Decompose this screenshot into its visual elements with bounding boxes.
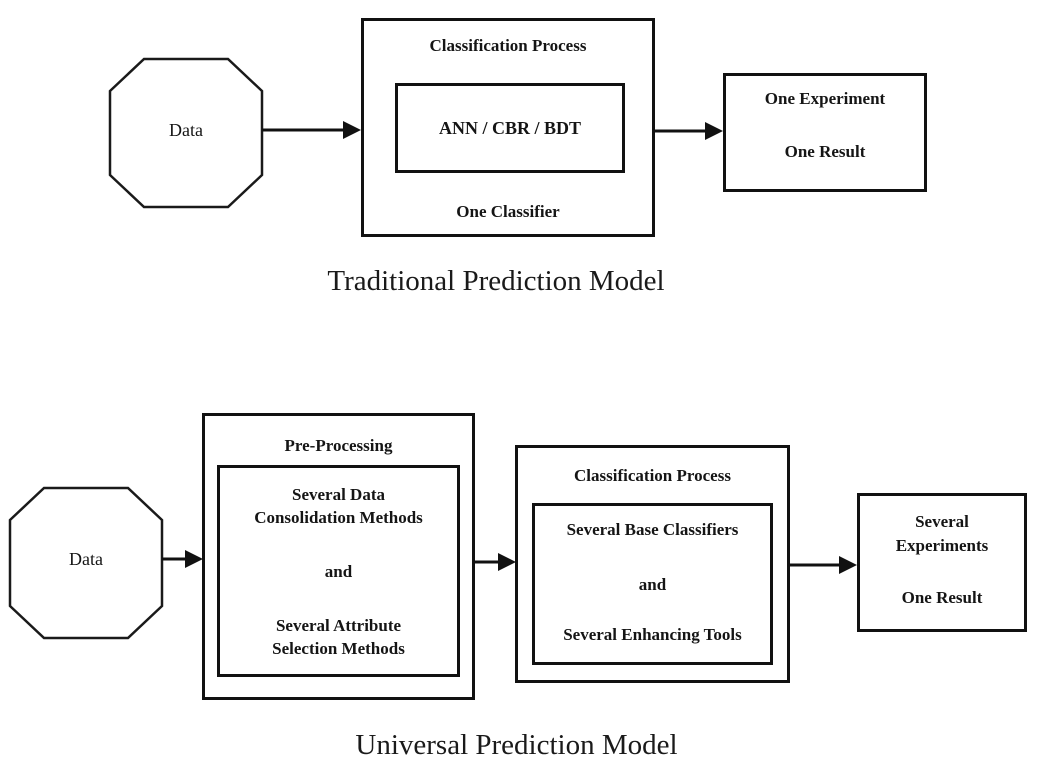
several-base-classifiers-label: Several Base Classifiers: [566, 520, 739, 539]
classification-inner-box-universal: Several Base Classifiers and Several Enh…: [532, 503, 773, 665]
preprocessing-and-label: and: [324, 562, 353, 581]
data-node-label-traditional: Data: [169, 120, 203, 140]
consolidation-methods-line: Consolidation Methods: [254, 508, 423, 527]
selection-methods-line: Selection Methods: [272, 639, 405, 658]
arrow-classification-to-result-bottom: [790, 556, 857, 574]
several-data-line: Several Data: [291, 485, 385, 504]
arrow-preprocessing-to-classification: [475, 553, 516, 571]
one-result-label-universal: One Result: [901, 588, 983, 607]
one-classifier-label: One Classifier: [456, 202, 560, 221]
traditional-model-caption: Traditional Prediction Model: [327, 265, 665, 297]
arrow-classification-to-result-top: [655, 122, 723, 140]
preprocessing-inner-box: Several Data Consolidation Methods and S…: [217, 465, 460, 677]
ann-cbr-bdt-label: ANN / CBR / BDT: [438, 118, 581, 138]
preprocessing-title: Pre-Processing: [284, 436, 393, 455]
classification-process-title-universal: Classification Process: [574, 466, 731, 485]
classifier-inner-box-traditional: ANN / CBR / BDT: [395, 83, 625, 173]
classification-process-title: Classification Process: [429, 36, 587, 55]
several-label: Several: [915, 512, 969, 531]
arrow-data-to-preprocessing: [162, 550, 203, 568]
arrow-data-to-classification-top: [262, 121, 361, 139]
result-box-traditional: One Experiment One Result: [723, 73, 927, 192]
universal-model-caption: Universal Prediction Model: [355, 729, 678, 761]
several-attribute-line: Several Attribute: [275, 616, 402, 635]
result-box-universal: Several Experiments One Result: [857, 493, 1027, 632]
one-result-label: One Result: [784, 142, 866, 161]
data-node-label-universal: Data: [69, 549, 103, 569]
data-octagon-universal: [8, 486, 164, 640]
several-enhancing-tools-label: Several Enhancing Tools: [563, 625, 742, 644]
experiments-label: Experiments: [895, 536, 989, 555]
classification-and-label: and: [638, 575, 667, 594]
data-octagon-traditional: [108, 57, 264, 209]
one-experiment-label: One Experiment: [764, 89, 886, 108]
